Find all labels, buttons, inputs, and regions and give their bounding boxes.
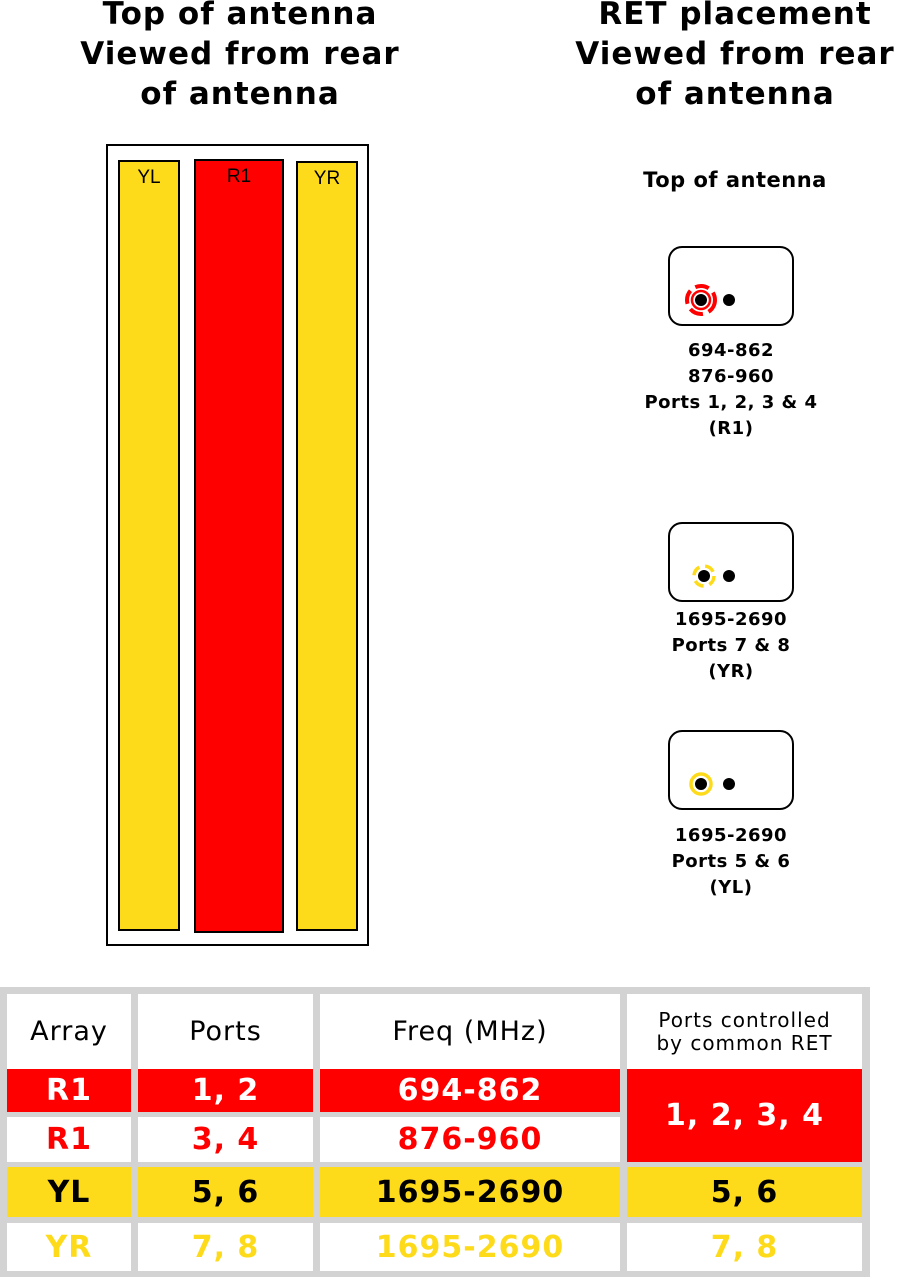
- ret-caption-line: (YR): [708, 661, 754, 682]
- table-cell-array: YR: [7, 1223, 131, 1271]
- table-header-ret: Ports controlled by common RET: [627, 994, 862, 1069]
- table-cell-ret-yl: 5, 6: [627, 1167, 862, 1217]
- ret-connector-yl-icon: [689, 772, 735, 796]
- table-cell-array: R1: [7, 1117, 131, 1162]
- right-heading-line-3: of antenna: [635, 76, 835, 112]
- table-cell-ports: 3, 4: [138, 1117, 313, 1162]
- ret-caption-yl: 1695-2690 Ports 5 & 6 (YL): [600, 823, 862, 901]
- ret-connector-yr-icon: [692, 564, 735, 588]
- left-heading-line-3: of antenna: [140, 76, 340, 112]
- table-cell-ret-yr: 7, 8: [627, 1223, 862, 1271]
- left-heading-line-1: Top of antenna: [102, 0, 378, 32]
- table-cell-ports: 5, 6: [138, 1167, 313, 1217]
- ret-caption-line: (YL): [709, 877, 753, 898]
- table-cell-freq: 1695-2690: [320, 1223, 620, 1271]
- table-header-ports: Ports: [138, 994, 313, 1069]
- right-heading-line-1: RET placement: [598, 0, 872, 32]
- left-heading-line-2: Viewed from rear: [80, 36, 400, 72]
- table-header-freq: Freq (MHz): [320, 994, 620, 1069]
- table-header-ret-line: by common RET: [656, 1030, 833, 1055]
- ret-unit-yr: [668, 522, 794, 602]
- ret-unit-yl: [668, 730, 794, 810]
- port-table: Array Ports Freq (MHz) Ports controlled …: [0, 987, 870, 1277]
- table-cell-array: YL: [7, 1167, 131, 1217]
- ret-caption-line: Ports 7 & 8: [671, 635, 791, 656]
- table-cell-array: R1: [7, 1069, 131, 1112]
- ret-unit-r1: [668, 246, 794, 326]
- array-column-yr: YR: [296, 161, 358, 931]
- left-heading: Top of antenna Viewed from rear of anten…: [30, 0, 450, 114]
- table-cell-freq: 1695-2690: [320, 1167, 620, 1217]
- ret-caption-line: 694-862: [687, 340, 775, 361]
- array-column-r1: R1: [194, 159, 284, 933]
- table-cell-ret-r1: 1, 2, 3, 4: [627, 1069, 862, 1162]
- table-cell-freq: 876-960: [320, 1117, 620, 1162]
- ret-caption-line: Ports 5 & 6: [671, 851, 791, 872]
- ret-caption-r1: 694-862 876-960 Ports 1, 2, 3 & 4 (R1): [600, 338, 862, 442]
- right-heading: RET placement Viewed from rear of antenn…: [540, 0, 913, 114]
- table-header-ret-line: Ports controlled: [658, 1007, 831, 1032]
- ret-caption-line: 1695-2690: [674, 825, 788, 846]
- ret-caption-yr: 1695-2690 Ports 7 & 8 (YR): [600, 607, 862, 685]
- table-header-array: Array: [7, 994, 131, 1069]
- ret-caption-line: 876-960: [687, 366, 775, 387]
- right-heading-line-2: Viewed from rear: [575, 36, 895, 72]
- table-cell-freq: 694-862: [320, 1069, 620, 1112]
- table-cell-ports: 1, 2: [138, 1069, 313, 1112]
- ret-connector-r1-icon: [685, 284, 735, 316]
- ret-top-of-antenna-label: Top of antenna: [643, 168, 827, 192]
- ret-caption-line: Ports 1, 2, 3 & 4: [644, 392, 818, 413]
- array-column-yl: YL: [118, 160, 180, 931]
- ret-caption-line: 1695-2690: [674, 609, 788, 630]
- table-cell-ports: 7, 8: [138, 1223, 313, 1271]
- ret-caption-line: (R1): [708, 418, 754, 439]
